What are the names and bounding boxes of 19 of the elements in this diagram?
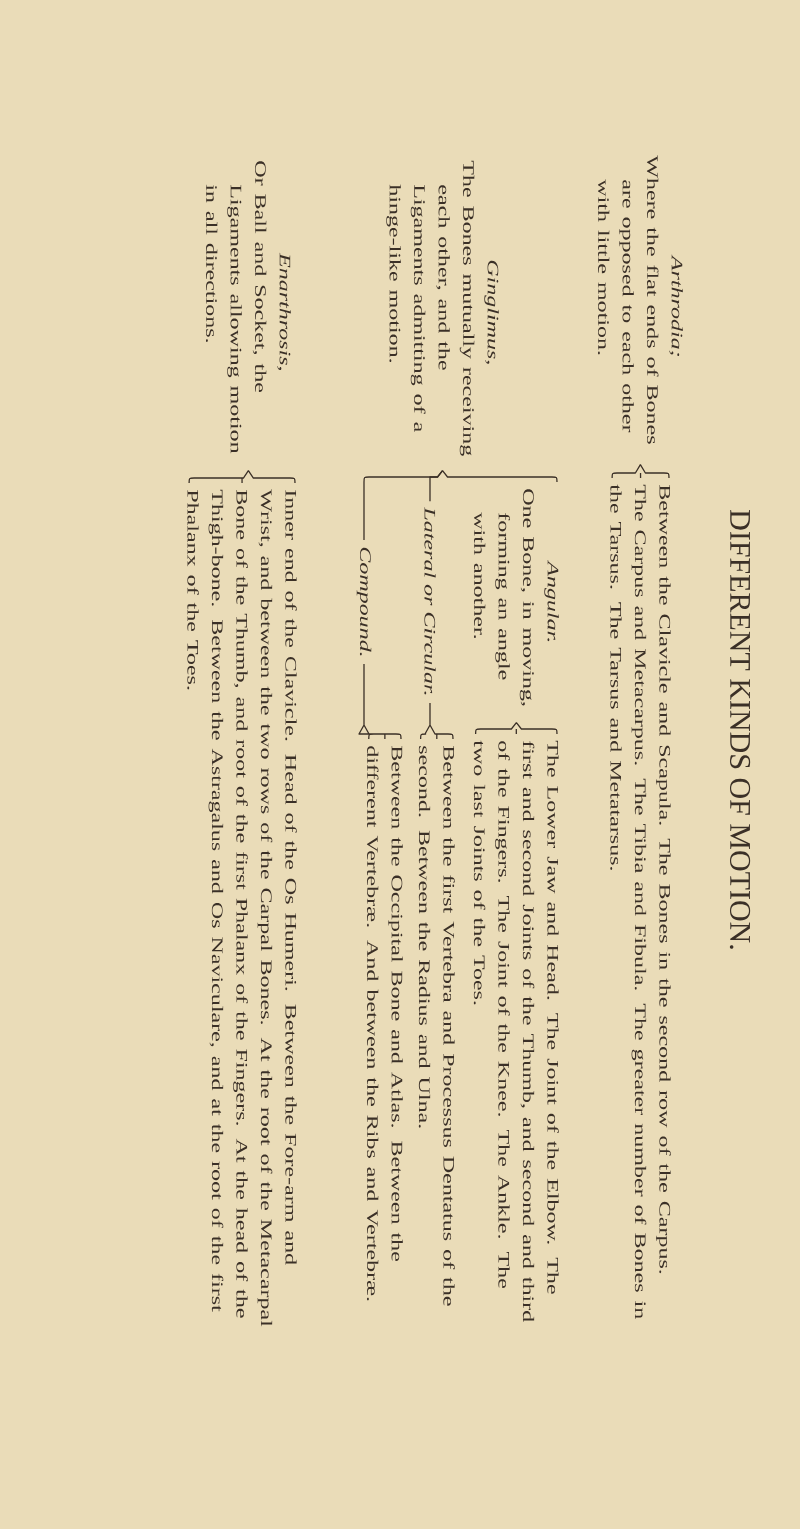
curly-brace — [188, 470, 296, 484]
subtype-text: Angular. One Bone, in moving, forming an angle with another. — [474, 489, 559, 706]
curly-brace — [363, 470, 444, 541]
example-text: Between the Clavicle and Scapula. The Bones in the second row of the Carpus. The Carpus and Metacarpus. The Tibia and Fibula. The greater number of Bones in the Tarsus. The Tarsus and Metatarsus. — [610, 484, 671, 1319]
joint-type-text: Arthrodia; Where the flat ends of Bones are opposed to each other with little motion. — [598, 155, 683, 444]
example-text: Inner end of the Clavicle. Head of the Os Humeri. Between the Fore-arm and Wrist, and between the two rows of the Carpal Bones. At the root of the Metacarpal Bone of the Thumb, and root of the first Phalanx of the Fingers. At the head of the Thigh-bone. Between the Astragalus and Os Naviculare, and at the root of the first Phalanx of the Toes. — [187, 489, 297, 1327]
curly-brace — [358, 663, 402, 740]
joint-type-text: Ginglimus, The Bones mutually receiving each other, and the Ligaments admitting of a hinge-like motion. — [386, 160, 499, 456]
example-text: Between the Occipital Bone and Atlas. Between the different Vertebræ. And between the Ribs and Vertebræ. — [366, 746, 403, 1301]
curly-brace — [419, 702, 454, 740]
title: DIFFERENT KINDS OF MOTION. — [729, 510, 751, 949]
curly-brace — [611, 463, 670, 479]
curly-brace — [441, 470, 558, 483]
subtype-text: Compound. — [356, 547, 372, 656]
joint-type-text: Enarthrosis, Or Ball and Socket, the Ligaments allowing motion in all directions. — [206, 161, 291, 454]
curly-brace — [474, 721, 558, 735]
subtype-text: Lateral or Circular. — [424, 507, 436, 695]
example-text: The Lower Jaw and Head. The Joint of the Elbow. The first and second Joints of the Thumb, and second and third of the Fingers. The Joint of the Knee. The Ankle. The two last Joints of the Toes. — [473, 740, 559, 1322]
example-text: Between the first Vertebra and Processus Dentatus of the second. Between the Radius and Ulna. — [418, 746, 455, 1306]
